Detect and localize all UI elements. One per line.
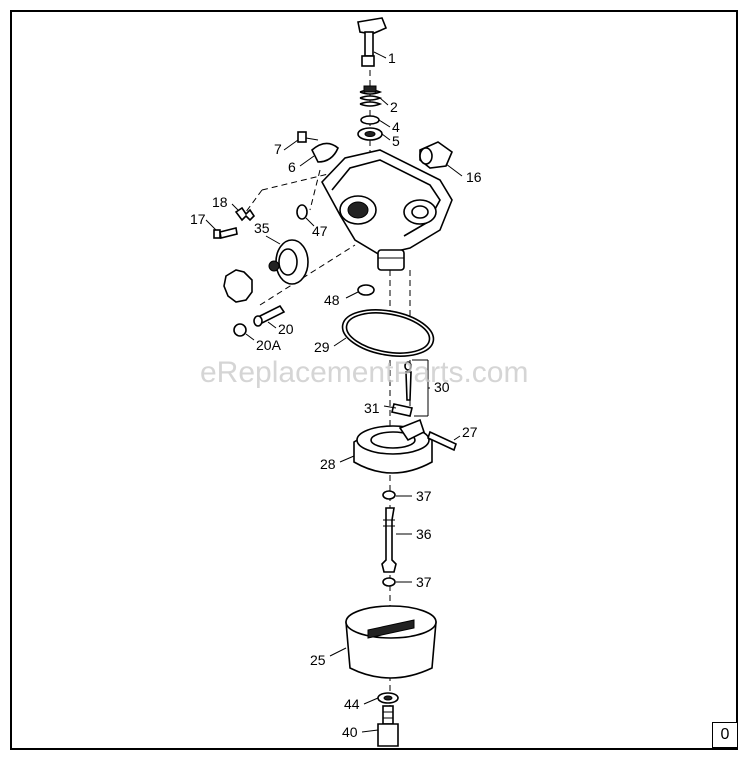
callout-16: 16 xyxy=(466,169,482,185)
callout-37-lower: 37 xyxy=(416,574,432,590)
callout-18: 18 xyxy=(212,194,228,210)
part-37-oring-lower xyxy=(382,577,396,587)
callout-27: 27 xyxy=(462,424,478,440)
part-40-bolt xyxy=(377,705,399,747)
callout-30: 30 xyxy=(434,379,450,395)
callout-6: 6 xyxy=(288,159,296,175)
part-36-nozzle xyxy=(381,507,397,573)
part-6-plate xyxy=(311,142,339,163)
callout-37-upper: 37 xyxy=(416,488,432,504)
part-29-gasket xyxy=(341,309,435,357)
part-1-lever xyxy=(357,17,388,67)
part-18-spring xyxy=(234,206,256,222)
callout-5: 5 xyxy=(392,133,400,149)
part-2-spring xyxy=(359,85,383,107)
page-number: 0 xyxy=(720,726,730,743)
callout-44: 44 xyxy=(344,696,360,712)
callout-20: 20 xyxy=(278,321,294,337)
carburetor-body xyxy=(321,149,453,271)
leader-lines xyxy=(205,51,463,733)
callout-40: 40 xyxy=(342,724,358,740)
part-27-pin xyxy=(427,430,457,452)
part-44-washer xyxy=(377,692,399,704)
part-47-oring xyxy=(296,204,308,220)
callout-29: 29 xyxy=(314,339,330,355)
callout-17: 17 xyxy=(190,211,206,227)
callout-1: 1 xyxy=(388,50,396,66)
callout-25: 25 xyxy=(310,652,326,668)
callout-2: 2 xyxy=(390,99,398,115)
part-5-seal xyxy=(357,127,383,141)
callout-35: 35 xyxy=(254,220,270,236)
part-37-oring-upper xyxy=(382,490,396,500)
callout-20a: 20A xyxy=(256,337,282,353)
callout-47: 47 xyxy=(312,223,328,239)
part-28-float xyxy=(353,418,433,474)
part-16-fitting xyxy=(419,141,453,169)
part-17-screw xyxy=(213,227,238,239)
watermark: eReplacementParts.com xyxy=(200,356,528,389)
page-number-box: 0 xyxy=(712,722,738,748)
callout-48: 48 xyxy=(324,292,340,308)
callout-7: 7 xyxy=(274,141,282,157)
part-20a-ball xyxy=(233,323,247,337)
part-48-oring xyxy=(357,284,375,296)
part-4-washer xyxy=(360,115,380,125)
callout-4: 4 xyxy=(392,119,400,135)
callout-labels: 1 2 4 5 7 6 16 18 17 35 47 48 20 20A 29 … xyxy=(190,50,482,740)
part-35-diaphragm xyxy=(223,239,309,303)
callout-36: 36 xyxy=(416,526,432,542)
callout-28: 28 xyxy=(320,456,336,472)
callout-31: 31 xyxy=(364,400,380,416)
part-31-hinge xyxy=(391,403,413,417)
part-7-screw xyxy=(297,131,319,143)
part-20-pin xyxy=(253,304,286,327)
part-25-bowl xyxy=(345,605,437,679)
